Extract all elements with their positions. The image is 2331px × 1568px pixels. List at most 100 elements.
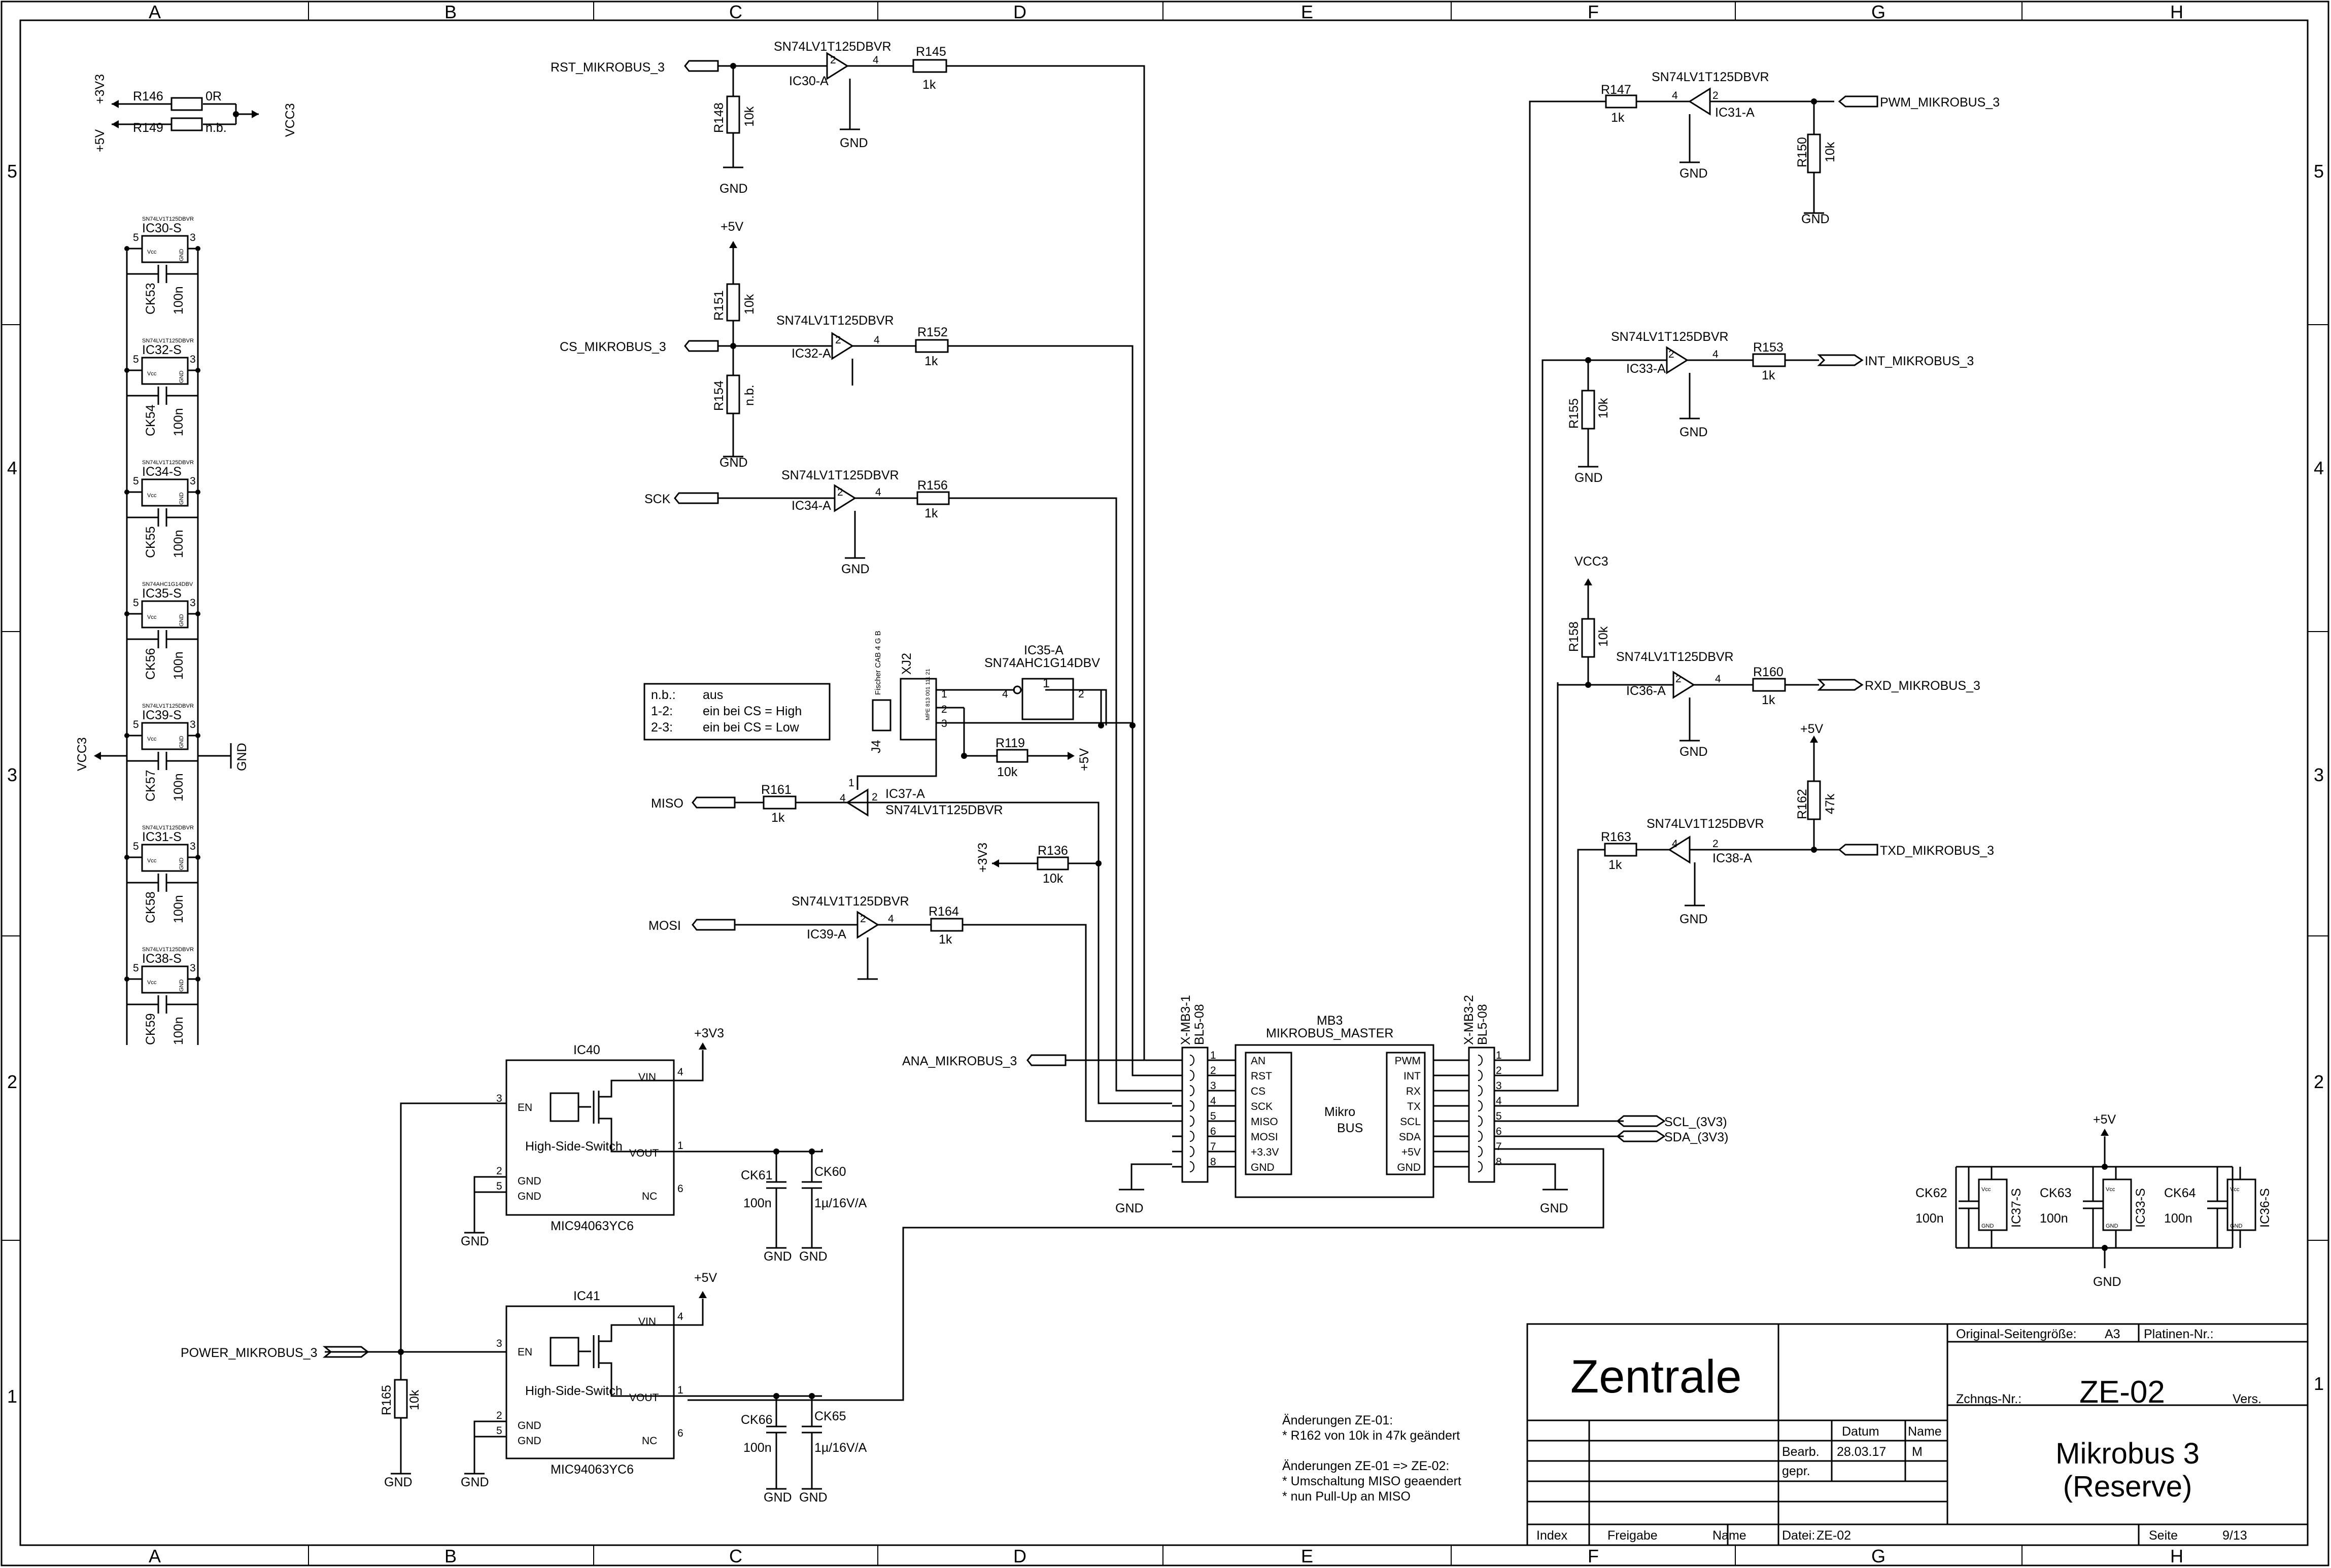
change-notes: Änderungen ZE-01: * R162 von 10k in 47k … xyxy=(1282,1413,1461,1504)
int-buffer-section: INT_MIKROBUS_3 SN74LV1T125DBVR IC33-A R1… xyxy=(1567,330,1974,485)
r164-value: 1k xyxy=(939,932,952,947)
mosi-net: MOSI xyxy=(648,919,681,933)
resistor-r151 xyxy=(726,283,740,322)
svg-text:3: 3 xyxy=(496,1338,502,1349)
txd-ic: IC38-A xyxy=(1712,851,1752,865)
cs-net: CS_MIKROBUS_3 xyxy=(560,340,666,354)
pin-gnd: GND xyxy=(2230,1223,2243,1229)
power-port[interactable] xyxy=(322,1346,369,1358)
scl-net: SCL_(3V3) xyxy=(1664,1115,1727,1129)
note-key: 2-3: xyxy=(651,720,673,735)
col-label: E xyxy=(1301,2,1313,22)
rxd-port[interactable] xyxy=(1817,679,1864,691)
jumper-xj2[interactable] xyxy=(900,678,937,741)
mb-left-pin: GND xyxy=(1251,1162,1275,1173)
int-port[interactable] xyxy=(1817,354,1864,366)
ana-net: ANA_MIKROBUS_3 xyxy=(902,1054,1172,1068)
frame-column-markers: A B C D E F G H A B C D E F G H xyxy=(149,2,2183,1566)
rst-port[interactable] xyxy=(684,60,719,72)
pin-number: 3 xyxy=(1210,1080,1216,1092)
cap-value: 100n xyxy=(1915,1211,1944,1226)
resistor-r148 xyxy=(726,95,740,134)
ck60-value: 1µ/16V/A xyxy=(814,1196,867,1210)
pin-nc: NC xyxy=(642,1191,657,1202)
ic40-label: IC40 xyxy=(573,1043,600,1057)
cap-label: CK53 xyxy=(144,283,158,315)
pin-number: 1 xyxy=(1210,1050,1216,1061)
mb-right-pin: TX xyxy=(1407,1101,1421,1112)
svg-text:1: 1 xyxy=(677,1384,683,1396)
resistor-r153 xyxy=(1752,353,1786,367)
jumper-j4[interactable] xyxy=(872,699,892,731)
ic-label: IC39-S xyxy=(142,708,182,722)
svg-text:2: 2 xyxy=(1712,838,1719,850)
col-label: B xyxy=(444,1546,457,1566)
sda-net: SDA_(3V3) xyxy=(1664,1130,1728,1144)
pin-vcc: Vcc xyxy=(147,736,157,742)
index-label: Index xyxy=(1536,1528,1568,1543)
svg-text:1: 1 xyxy=(941,688,947,700)
pin-vcc: Vcc xyxy=(147,493,157,499)
sda-port[interactable] xyxy=(1616,1130,1666,1142)
txd-net: TXD_MIKROBUS_3 xyxy=(1880,844,1994,858)
ck66-label: CK66 xyxy=(741,1413,773,1427)
pin-number: 5 xyxy=(1210,1110,1216,1122)
r149-value: n.b. xyxy=(205,121,227,135)
gnd-label: GND xyxy=(1679,425,1708,439)
file-label: Datei: xyxy=(1782,1528,1815,1543)
r152-value: 1k xyxy=(924,354,938,368)
scl-port[interactable] xyxy=(1616,1115,1666,1127)
r136-section: +3V3 R136 10k xyxy=(976,843,1102,886)
resistor-r150 xyxy=(1807,133,1821,173)
cap-value: 100n xyxy=(172,530,186,558)
inverter-ic35 xyxy=(1021,678,1074,720)
txd-part: SN74LV1T125DBVR xyxy=(1647,817,1764,831)
svg-text:4: 4 xyxy=(1002,688,1008,700)
svg-text:2: 2 xyxy=(1712,90,1719,101)
svg-text:4: 4 xyxy=(1672,90,1678,101)
cap-value: 100n xyxy=(172,651,186,680)
int-net: INT_MIKROBUS_3 xyxy=(1865,354,1974,368)
ana-port[interactable] xyxy=(1026,1054,1067,1066)
pin-gnd: GND xyxy=(179,249,185,262)
ic-symbol xyxy=(2102,1178,2132,1231)
r153-value: 1k xyxy=(1762,368,1775,382)
pwm-port[interactable] xyxy=(1838,95,1878,108)
txd-port[interactable] xyxy=(1838,844,1878,856)
cs-port[interactable] xyxy=(684,340,719,352)
svg-text:1: 1 xyxy=(848,777,854,789)
mb3-body: BUS xyxy=(1337,1121,1363,1135)
pwm-ic: IC31-A xyxy=(1715,106,1755,120)
x-mb3-1-type: BL5-08 xyxy=(1192,1004,1207,1045)
company-name: Zentrale xyxy=(1570,1351,1742,1403)
mosi-port[interactable] xyxy=(692,919,736,931)
sheet-subtitle: (Reserve) xyxy=(2063,1470,2192,1503)
r162-label: R162 xyxy=(1795,789,1809,819)
sck-port[interactable] xyxy=(674,492,719,504)
ic-label: IC34-S xyxy=(142,465,182,479)
svg-text:2: 2 xyxy=(496,1410,502,1421)
gnd-label: GND xyxy=(799,1249,828,1264)
pin-number: 3 xyxy=(190,475,196,487)
pwm-net: PWM_MIKROBUS_3 xyxy=(1880,95,2000,110)
mb-right-pin: SDA xyxy=(1399,1131,1421,1143)
row-label: 2 xyxy=(2314,1071,2324,1092)
gnd-label: GND xyxy=(235,743,249,771)
cap-value: 100n xyxy=(2040,1211,2068,1226)
miso-port[interactable] xyxy=(692,796,736,809)
col-label: A xyxy=(149,2,161,22)
svg-text:2: 2 xyxy=(1668,349,1674,360)
note-key: 1-2: xyxy=(651,704,673,718)
resistor-r163 xyxy=(1604,843,1637,857)
rst-net: RST_MIKROBUS_3 xyxy=(551,60,665,75)
svg-text:4: 4 xyxy=(1672,838,1678,850)
power-select-section: R146 0R R149 n.b. +3V3 +5V VCC3 xyxy=(93,74,297,152)
ic-label: IC35-S xyxy=(142,586,182,601)
col-label: B xyxy=(444,2,457,22)
svg-text:1: 1 xyxy=(677,1140,683,1152)
resistor-r149 xyxy=(170,117,203,131)
gnd-label: GND xyxy=(1115,1201,1144,1215)
